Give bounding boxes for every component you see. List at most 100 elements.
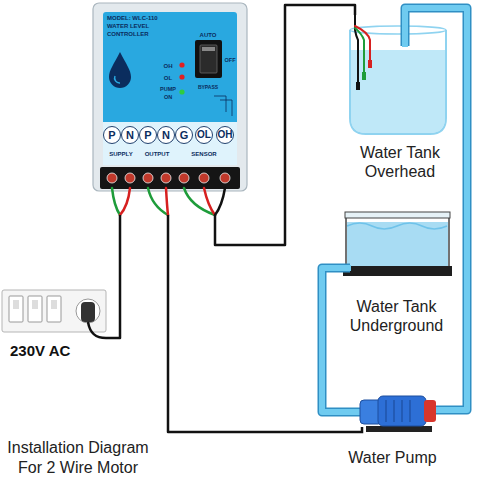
pump-led [179, 89, 184, 94]
pipe-stubs [334, 14, 451, 412]
terminal-name: OH [217, 129, 234, 141]
mode-label: BYPASS [193, 84, 223, 91]
wall-switch [9, 296, 23, 322]
plug [81, 302, 95, 322]
node-subtitle: WATER LEVEL CONTROLLER [107, 22, 191, 38]
water-drop-icon [109, 52, 131, 88]
terminal-name: OL [196, 129, 213, 141]
terminal-circles [104, 127, 234, 144]
caption-holder: Installation Diagram For 2 Wire Motor [2, 438, 154, 478]
label-holder: PUMP ON [159, 86, 177, 101]
water-pump: Water Pump [335, 380, 450, 472]
node-title: Water Pump [335, 448, 450, 467]
label-holder: P [104, 129, 120, 142]
terminal-group: SENSOR [187, 150, 221, 158]
tank-lid [345, 212, 450, 218]
label-holder: OH [160, 62, 176, 70]
switch-board [2, 290, 106, 332]
wall-switch [47, 296, 61, 322]
probe-tip [362, 72, 366, 80]
label-holder: N [122, 129, 138, 142]
pipe-outline [322, 268, 335, 412]
wall-socket [76, 299, 100, 323]
label-holder: OUTPUT [140, 150, 174, 158]
cable-line [215, 5, 355, 245]
switch-toggle [51, 300, 57, 309]
probe-tip [368, 60, 372, 68]
mode-label: OFF [222, 57, 238, 65]
label-holder: N [158, 129, 174, 142]
pump-base [366, 426, 432, 432]
node-title: Water Tank Underground [335, 297, 458, 335]
led-label: OH [160, 62, 176, 70]
tank-base [343, 266, 452, 276]
terminal-screws [107, 173, 230, 183]
label-holder: OFF [222, 57, 238, 65]
pipe-outline [405, 8, 467, 410]
sensor-probes [355, 15, 370, 84]
switch-toggle [32, 300, 38, 309]
terminal-name: P [140, 129, 156, 142]
underground-water [347, 222, 448, 268]
terminal-name: N [122, 129, 138, 142]
led-label: OL [160, 74, 176, 82]
terminal-block [100, 167, 240, 189]
controller-housing [93, 3, 247, 191]
power-cable [106, 215, 120, 338]
label-holder: G [176, 129, 192, 142]
wall-switch [28, 296, 42, 322]
tank-sides [346, 218, 449, 268]
overhead-tank: Water Tank Overhead [340, 15, 460, 187]
ol-led [179, 74, 184, 79]
terminal-label-band [103, 122, 237, 165]
terminal-group: OUTPUT [140, 150, 174, 158]
power-cable [168, 215, 335, 432]
pump-motor [378, 396, 426, 426]
underground-tank: Water Tank Underground [335, 205, 458, 342]
overhead-water [351, 50, 445, 133]
oh-led [179, 62, 184, 67]
controller-face [103, 12, 237, 165]
power-socket: 230V AC [2, 288, 106, 362]
label-holder: SENSOR [187, 150, 221, 158]
node-title: 230V AC [10, 342, 106, 360]
node-title: MODEL: WLC-110 [107, 14, 191, 22]
switch-toggle [13, 300, 19, 309]
terminal-name: G [176, 129, 192, 142]
diagram-caption: Installation Diagram For 2 Wire Motor [2, 438, 154, 478]
plug-cable-stub [88, 322, 106, 338]
terminal-group: SUPPLY [104, 150, 138, 158]
label-holder: BYPASS [193, 84, 223, 91]
terminal-wire-stubs [112, 188, 225, 215]
label-holder: OL [196, 129, 213, 141]
label-holder: OH [217, 129, 234, 141]
node-title: Water Tank Overhead [340, 143, 460, 181]
bypass-mark [214, 96, 232, 116]
pump-wire-stub [335, 427, 362, 432]
pipe-fill [322, 268, 335, 412]
label-holder: P [140, 129, 156, 142]
rocker-button [200, 45, 217, 73]
rocker-mark [202, 47, 215, 51]
water-pipe [405, 8, 467, 410]
led-label: PUMP ON [159, 86, 177, 101]
label-holder: SUPPLY [104, 150, 138, 158]
water-wave [347, 223, 447, 229]
motor-fins [386, 400, 410, 422]
controller-unit: MODEL: WLC-110WATER LEVEL CONTROLLER [93, 3, 247, 215]
mode-label: AUTO [193, 31, 223, 39]
probe-tip [356, 82, 360, 90]
terminal-name: N [158, 129, 174, 142]
label-holder: OL [160, 74, 176, 82]
drop-highlight [115, 76, 120, 83]
cable-line [168, 215, 335, 432]
water-pipe [322, 268, 335, 412]
rocker-switch [195, 40, 222, 78]
pipe-fill [405, 8, 467, 410]
terminal-name: P [104, 129, 120, 142]
cable-line [106, 215, 120, 338]
power-cable [215, 5, 355, 245]
